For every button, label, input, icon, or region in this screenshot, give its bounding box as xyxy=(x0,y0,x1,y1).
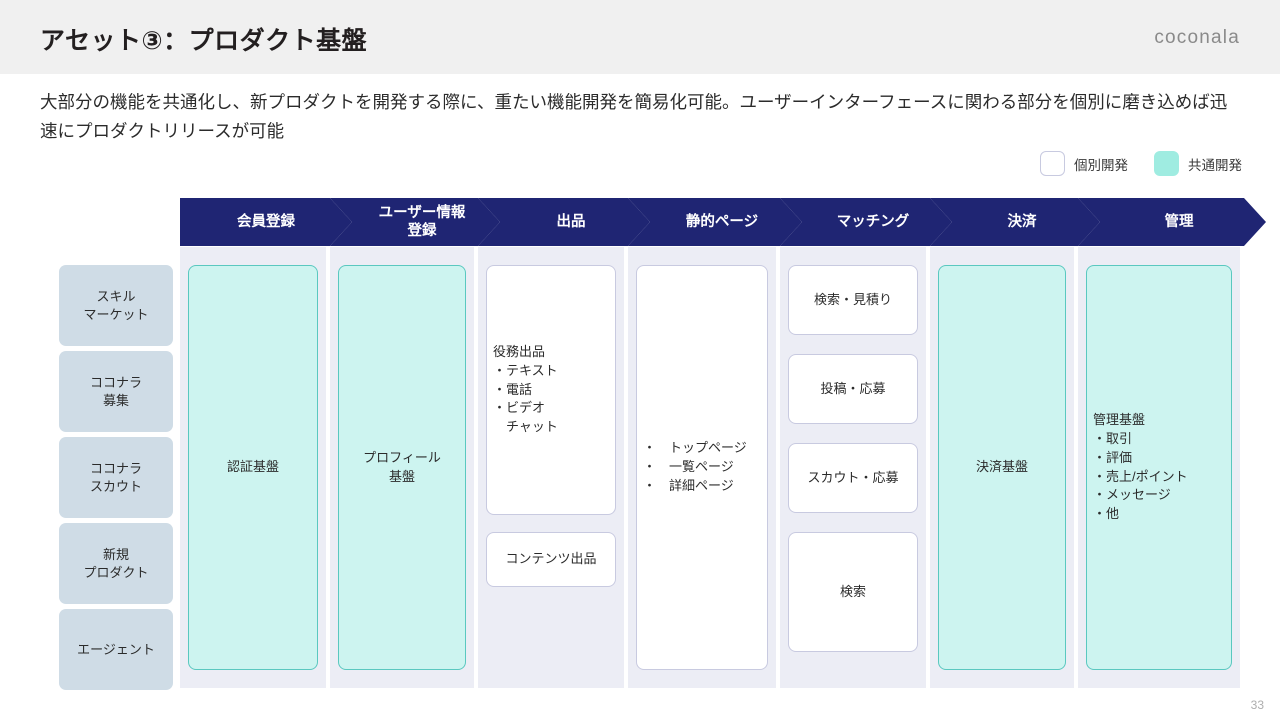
legend-swatch-common-icon xyxy=(1154,151,1179,176)
feature-cell-label: 管理基盤 ・取引 ・評価 ・売上/ポイント ・メッセージ ・他 xyxy=(1093,411,1188,522)
stage-header-label: マッチング xyxy=(836,213,910,230)
category-box: ココナラ スカウト xyxy=(59,437,173,518)
category-label: スキル マーケット xyxy=(83,288,149,322)
page-number: 33 xyxy=(1250,698,1264,712)
stage-header-7[interactable]: 管理 xyxy=(1078,198,1266,246)
feature-cell-label: ・ トップページ ・ 一覧ページ ・ 詳細ページ xyxy=(643,440,747,493)
category-label: エージェント xyxy=(77,641,155,657)
category-label: ココナラ スカウト xyxy=(89,460,142,494)
header-band xyxy=(0,0,1280,74)
feature-cell-label: 決済基盤 xyxy=(975,459,1028,475)
legend-item-individual: 個別開発 xyxy=(1040,151,1128,176)
stage-header-label: 決済 xyxy=(1007,213,1037,230)
feature-cell-label: 検索 xyxy=(839,583,866,599)
product-category-column: スキル マーケットココナラ 募集ココナラ スカウト新規 プロダクトエージェント xyxy=(59,265,173,695)
stage-header-label: ユーザー情報 登録 xyxy=(378,204,466,239)
stage-header-4[interactable]: 静的ページ xyxy=(628,198,802,246)
legend-swatch-individual-icon xyxy=(1040,151,1065,176)
feature-cell-label: 投稿・応募 xyxy=(820,380,886,396)
feature-cell[interactable]: 検索・見積り xyxy=(788,265,918,335)
legend-item-common: 共通開発 xyxy=(1154,151,1242,176)
stage-header-1[interactable]: 会員登録 xyxy=(180,198,352,246)
category-box: ココナラ 募集 xyxy=(59,351,173,432)
stage-header-5[interactable]: マッチング xyxy=(780,198,952,246)
feature-cell[interactable]: ・ トップページ ・ 一覧ページ ・ 詳細ページ xyxy=(636,265,768,670)
feature-cell[interactable]: 決済基盤 xyxy=(938,265,1066,670)
feature-cell-label: プロフィール 基盤 xyxy=(363,449,441,484)
stage-column-1: 認証基盤 xyxy=(180,247,326,688)
stage-column-3: 役務出品 ・テキスト ・電話 ・ビデオ チャットコンテンツ出品 xyxy=(478,247,624,688)
legend: 個別開発 共通開発 xyxy=(1040,151,1242,176)
feature-cell[interactable]: 管理基盤 ・取引 ・評価 ・売上/ポイント ・メッセージ ・他 xyxy=(1086,265,1232,670)
stage-header-label: 管理 xyxy=(1164,213,1194,230)
flow-body: 認証基盤 プロフィール 基盤 役務出品 ・テキスト ・電話 ・ビデオ チャットコンテ… xyxy=(180,247,1244,688)
category-box: スキル マーケット xyxy=(59,265,173,346)
stage-header-2[interactable]: ユーザー情報 登録 xyxy=(330,198,500,246)
stage-column-4: ・ トップページ ・ 一覧ページ ・ 詳細ページ xyxy=(628,247,776,688)
stage-column-2: プロフィール 基盤 xyxy=(330,247,474,688)
feature-cell[interactable]: 認証基盤 xyxy=(188,265,318,670)
lead-paragraph: 大部分の機能を共通化し、新プロダクトを開発する際に、重たい機能開発を簡易化可能。… xyxy=(40,92,1228,141)
feature-cell-label: 検索・見積り xyxy=(813,291,892,307)
feature-cell[interactable]: 役務出品 ・テキスト ・電話 ・ビデオ チャット xyxy=(486,265,616,515)
legend-label-common: 共通開発 xyxy=(1188,157,1242,173)
category-box: エージェント xyxy=(59,609,173,690)
feature-cell-label: 認証基盤 xyxy=(226,459,279,475)
coconala-logo: coconala xyxy=(1154,27,1240,48)
feature-cell-label: スカウト・応募 xyxy=(807,469,899,485)
page-title: アセット③：プロダクト基盤 xyxy=(40,27,368,55)
stage-column-5: 検索・見積り投稿・応募スカウト・応募検索 xyxy=(780,247,926,688)
feature-cell[interactable]: スカウト・応募 xyxy=(788,443,918,513)
stage-header-3[interactable]: 出品 xyxy=(478,198,650,246)
stage-header-label: 出品 xyxy=(556,213,586,230)
flow-stage-header-row: 会員登録 ユーザー情報 登録 出品 静的ページ マッチング 決済 管理 xyxy=(180,198,1244,246)
feature-cell-label: 役務出品 ・テキスト ・電話 ・ビデオ チャット xyxy=(493,343,558,435)
stage-column-6: 決済基盤 xyxy=(930,247,1074,688)
feature-cell[interactable]: プロフィール 基盤 xyxy=(338,265,466,670)
category-box: 新規 プロダクト xyxy=(59,523,173,604)
stage-column-7: 管理基盤 ・取引 ・評価 ・売上/ポイント ・メッセージ ・他 xyxy=(1078,247,1240,688)
category-label: 新規 プロダクト xyxy=(83,546,149,580)
stage-header-6[interactable]: 決済 xyxy=(930,198,1100,246)
feature-cell[interactable]: 投稿・応募 xyxy=(788,354,918,424)
feature-cell[interactable]: 検索 xyxy=(788,532,918,652)
feature-cell[interactable]: コンテンツ出品 xyxy=(486,532,616,587)
category-label: ココナラ 募集 xyxy=(89,374,142,408)
legend-label-individual: 個別開発 xyxy=(1074,157,1128,173)
stage-header-label: 静的ページ xyxy=(685,213,759,230)
stage-header-label: 会員登録 xyxy=(237,213,295,230)
feature-cell-label: コンテンツ出品 xyxy=(505,551,597,567)
